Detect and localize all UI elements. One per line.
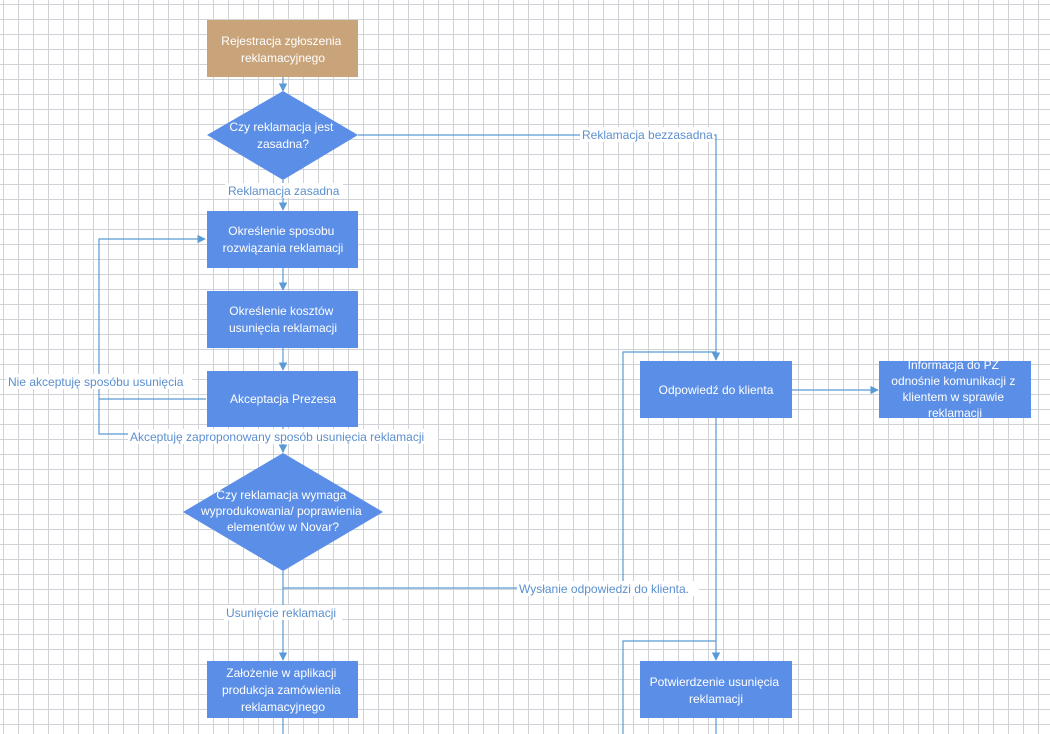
label-bg-invalid — [580, 127, 714, 142]
node-info-pz-label: Informacja do PZ odnośnie komunikacji z … — [891, 358, 1018, 420]
label-bg-send — [517, 581, 699, 596]
node-confirm-removal-label: Potwierdzenie usunięcia reklamacji — [650, 675, 783, 706]
node-info-pz-shape — [879, 361, 1031, 418]
edge-label-accept: Akceptuję zaproponowany sposób usunięcia… — [130, 430, 424, 444]
node-decision-valid-label: Czy reklamacja jest zasadna? — [229, 120, 336, 151]
node-determine-costs[interactable]: Określenie kosztów usunięcia reklamacji — [207, 291, 358, 348]
edge-label-removal: Usunięcie reklamacji — [226, 606, 336, 620]
node-decision-valid[interactable]: Czy reklamacja jest zasadna? — [207, 91, 358, 180]
node-ceo-acceptance-shape — [207, 371, 358, 427]
node-client-response-label: Odpowiedź do klienta — [659, 383, 774, 397]
node-create-order-label: Założenie w aplikacji produkcja zamówien… — [222, 666, 344, 714]
label-bg-not-accept — [6, 374, 192, 389]
node-determine-method[interactable]: Określenie sposobu rozwiązania reklamacj… — [207, 211, 358, 268]
node-start-shape — [207, 20, 358, 77]
node-create-order-shape — [207, 661, 358, 718]
connector-invalid-to-response — [358, 134, 721, 361]
node-start-label: Rejestracja zgłoszenia reklamacyjnego — [221, 34, 344, 65]
node-decision-production-label: Czy reklamacja wymaga wyprodukowania/ po… — [200, 488, 365, 534]
node-ceo-acceptance[interactable]: Akceptacja Prezesa — [207, 371, 358, 427]
node-decision-valid-shape — [207, 91, 358, 180]
label-bg-valid — [225, 183, 343, 198]
node-determine-costs-shape — [207, 291, 358, 348]
label-bg-removal — [224, 605, 342, 620]
connectors — [98, 77, 879, 734]
edge-labels: Reklamacja bezzasadna Reklamacja zasadna… — [6, 127, 714, 620]
node-decision-production[interactable]: Czy reklamacja wymaga wyprodukowania/ po… — [183, 453, 383, 571]
node-client-response[interactable]: Odpowiedź do klienta — [640, 361, 792, 418]
node-info-pz[interactable]: Informacja do PZ odnośnie komunikacji z … — [879, 358, 1031, 420]
connector-not-accept-loop — [98, 234, 206, 400]
node-determine-method-label: Określenie sposobu rozwiązania reklamacj… — [223, 224, 344, 255]
node-create-order[interactable]: Założenie w aplikacji produkcja zamówien… — [207, 661, 358, 718]
node-ceo-acceptance-label: Akceptacja Prezesa — [230, 392, 336, 406]
connector-send-response — [283, 351, 716, 589]
edge-label-invalid: Reklamacja bezzasadna — [582, 128, 713, 142]
node-start[interactable]: Rejestracja zgłoszenia reklamacyjnego — [207, 20, 358, 77]
label-bg-accept — [128, 429, 438, 444]
node-determine-costs-label: Określenie kosztów usunięcia reklamacji — [229, 304, 337, 335]
edge-label-send-response: Wysłanie odpowiedzi do klienta. — [519, 582, 689, 596]
node-decision-production-shape — [183, 453, 383, 571]
edge-label-not-accept: Nie akceptuję sposóbu usunięcia — [8, 375, 184, 389]
node-client-response-shape — [640, 361, 792, 418]
connector-confirm-entry — [622, 640, 716, 734]
edge-label-valid: Reklamacja zasadna — [228, 184, 340, 198]
node-confirm-removal-shape — [640, 661, 792, 718]
node-determine-method-shape — [207, 211, 358, 268]
node-confirm-removal[interactable]: Potwierdzenie usunięcia reklamacji — [640, 661, 792, 718]
